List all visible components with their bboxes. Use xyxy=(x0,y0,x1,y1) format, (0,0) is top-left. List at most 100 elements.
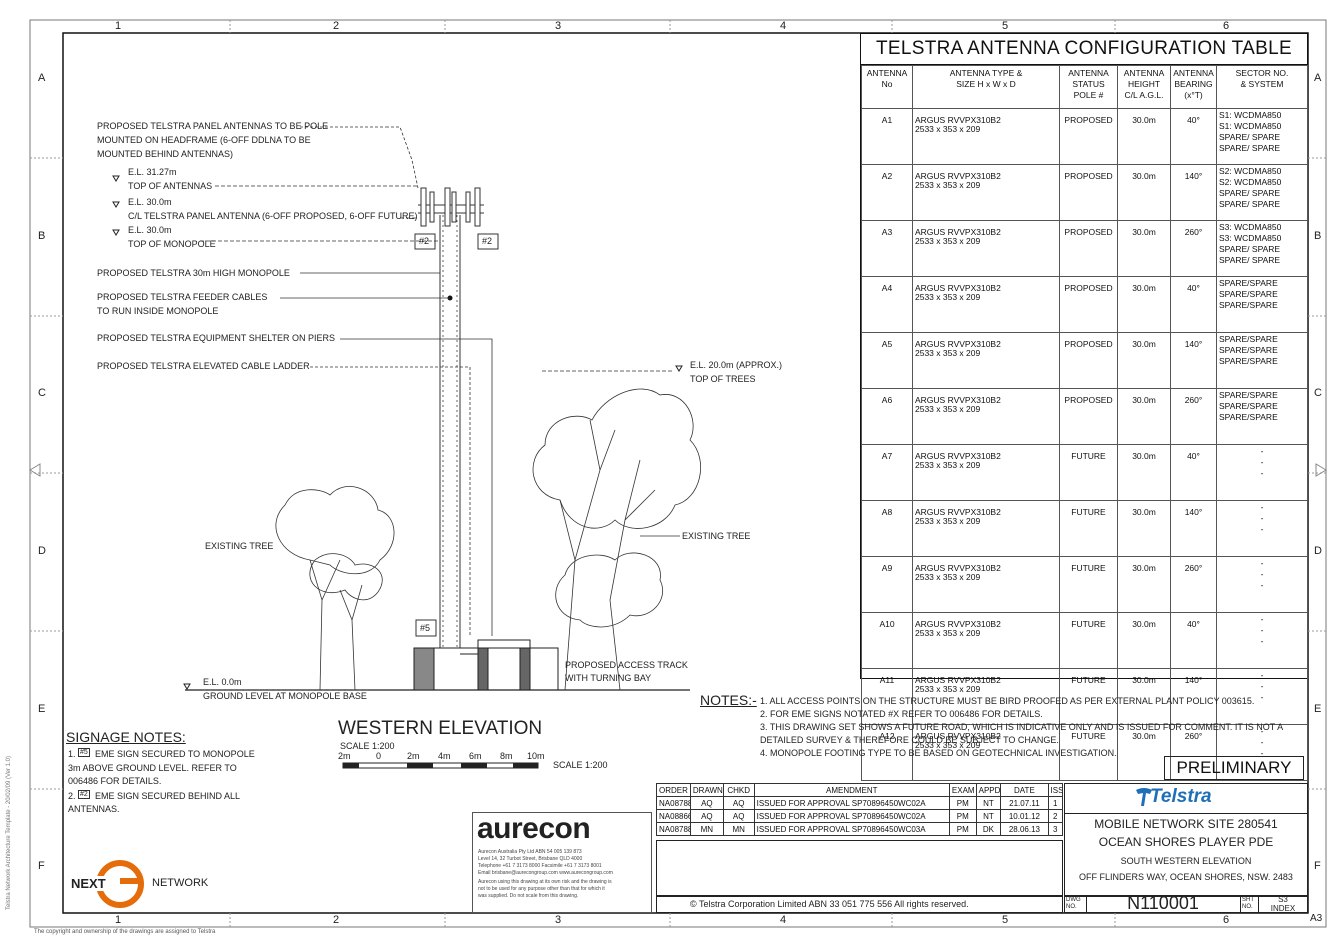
grid-row-label: C xyxy=(1314,387,1322,399)
callout-feeder-2: TO RUN INSIDE MONOPOLE xyxy=(97,306,219,316)
antenna-status: PROPOSED xyxy=(1059,276,1118,333)
callout-shelter: PROPOSED TELSTRA EQUIPMENT SHELTER ON PI… xyxy=(97,333,336,343)
antenna-bearing: 260° xyxy=(1170,388,1217,445)
headframe-antennas xyxy=(418,187,484,227)
amendment-cell: 2 xyxy=(1047,809,1064,823)
antenna-no: A12 xyxy=(861,724,913,781)
antenna-bearing: 40° xyxy=(1170,612,1217,669)
antenna-bearing: 140° xyxy=(1170,164,1217,221)
label-top-trees: TOP OF TREES xyxy=(690,374,756,384)
antenna-height: 30.0m xyxy=(1117,724,1171,781)
antenna-no: A10 xyxy=(861,612,913,669)
callout-feeder-1: PROPOSED TELSTRA FEEDER CABLES xyxy=(97,292,268,302)
note-item: 2. FOR EME SIGNS NOTATED #X REFER TO 006… xyxy=(760,709,1043,719)
level-top-monopole: E.L. 30.0m xyxy=(128,225,172,235)
title-line-1: MOBILE NETWORK SITE 280541 xyxy=(1094,817,1278,831)
drawing-number: N110001 xyxy=(1127,893,1199,913)
amendment-cell: 21.07.11 xyxy=(1000,796,1049,810)
amendment-cell: ISSUED FOR APPROVAL SP70896450WC02A xyxy=(753,796,950,810)
antenna-height: 30.0m xyxy=(1117,444,1171,501)
level-top-trees: E.L. 20.0m (APPROX.) xyxy=(690,360,783,370)
level-top-antennas: E.L. 31.27m xyxy=(128,167,177,177)
amendment-cell: NA08788 xyxy=(656,796,691,810)
copyright-margin-note: The copyright and ownership of the drawi… xyxy=(34,929,216,935)
signage-note-2-tag: #2 xyxy=(78,790,90,799)
antenna-no: A1 xyxy=(861,108,913,165)
scale-tick: 2m xyxy=(407,751,420,761)
telstra-t-icon xyxy=(1136,788,1152,806)
antenna-no: A5 xyxy=(861,332,913,389)
aurecon-fine-print: Email brisbane@aurecongroup.com www.aure… xyxy=(478,870,613,876)
template-side-note: Telstra Network Architecture Template - … xyxy=(6,756,12,910)
antenna-status: PROPOSED xyxy=(1059,220,1118,277)
callout-panel-antennas-2: MOUNTED ON HEADFRAME (6-OFF DDLNA TO BE xyxy=(97,135,311,145)
scale-bar xyxy=(342,762,539,769)
existing-tree-left xyxy=(275,486,395,691)
amendment-cell: 3 xyxy=(1047,822,1064,836)
grid-row-label: D xyxy=(38,545,46,557)
amendment-cell: NT xyxy=(975,796,1002,810)
aurecon-fine-print: Telephone +61 7 3173 8000 Facsimile +61 … xyxy=(478,863,602,869)
note-item: 1. ALL ACCESS POINTS ON THE STRUCTURE MU… xyxy=(760,696,1255,706)
label-existing-tree: EXISTING TREE xyxy=(205,541,274,551)
antenna-bearing: 260° xyxy=(1170,556,1217,613)
antenna-height: 30.0m xyxy=(1117,220,1171,277)
antenna-configuration-table: TELSTRA ANTENNA CONFIGURATION TABLE ANTE… xyxy=(860,33,1308,781)
sht-no-divider xyxy=(1258,896,1259,913)
level-ground: E.L. 0.0m xyxy=(203,677,242,687)
amendment-cell: DK xyxy=(975,822,1002,836)
grid-row-label: A xyxy=(38,72,46,84)
grid-col-label: 5 xyxy=(1002,20,1009,32)
grid-col-label: 6 xyxy=(1223,914,1230,926)
amendment-cell: AQ xyxy=(722,809,755,823)
amendment-cell: NT xyxy=(975,809,1002,823)
label-existing-tree: EXISTING TREE xyxy=(682,531,751,541)
label-ground: GROUND LEVEL AT MONOPOLE BASE xyxy=(203,691,367,701)
grid-row-label: E xyxy=(38,703,46,715)
grid-row-label: E xyxy=(1314,703,1322,715)
signage-note-2-line1: EME SIGN SECURED BEHIND ALL xyxy=(95,791,241,801)
antenna-height: 30.0m xyxy=(1117,500,1171,557)
antenna-sector: --- xyxy=(1216,724,1308,781)
amendment-cell: MN xyxy=(722,822,755,836)
dwg-divider xyxy=(1086,896,1087,913)
grid-row-label: F xyxy=(1314,860,1321,872)
antenna-status: PROPOSED xyxy=(1059,164,1118,221)
antenna-status: FUTURE xyxy=(1059,724,1118,781)
grid-row-label: B xyxy=(1314,230,1322,242)
scale-tick: 0 xyxy=(376,751,382,761)
label-cl-antenna: C/L TELSTRA PANEL ANTENNA (6-OFF PROPOSE… xyxy=(128,211,418,221)
antenna-no: A3 xyxy=(861,220,913,277)
antenna-height: 30.0m xyxy=(1117,388,1171,445)
amendment-cell: PM xyxy=(948,809,977,823)
grid-col-label: 4 xyxy=(780,20,787,32)
antenna-height: 30.0m xyxy=(1117,108,1171,165)
antenna-sector: --- xyxy=(1216,556,1308,613)
amendment-cell: NA08788 xyxy=(656,822,691,836)
grid-row-label: B xyxy=(38,230,46,242)
elevation-title: WESTERN ELEVATION xyxy=(338,718,543,739)
scale-label-right: SCALE 1:200 xyxy=(553,760,608,770)
callout-leaders xyxy=(200,126,680,691)
note-item: 3. THIS DRAWING SET SHOWS A FUTURE ROAD,… xyxy=(760,722,1284,732)
scale-tick: 10m xyxy=(527,751,545,761)
grid-row-label: C xyxy=(38,387,46,399)
signage-note-2-line2: ANTENNAS. xyxy=(68,804,120,814)
existing-tree-right xyxy=(532,388,701,691)
